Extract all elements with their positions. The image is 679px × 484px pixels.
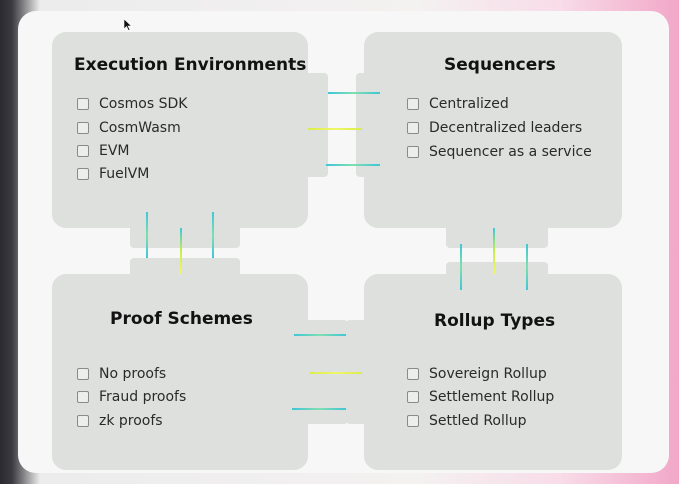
proof-schemes-title: Proof Schemes — [110, 309, 253, 329]
rollup-item-label: Settlement Rollup — [429, 389, 555, 405]
checkbox[interactable] — [77, 98, 89, 110]
sequencers-item[interactable]: Sequencer as a service — [407, 144, 592, 160]
execution-item[interactable]: Cosmos SDK — [77, 96, 187, 112]
checkbox[interactable] — [407, 122, 419, 134]
execution-right-tab — [300, 73, 328, 177]
execution-environments-card — [52, 32, 308, 228]
sequencers-item-label: Centralized — [429, 96, 509, 112]
rollup-item[interactable]: Settled Rollup — [407, 413, 527, 429]
rollup-top-tab — [446, 262, 548, 290]
sequencers-item[interactable]: Decentralized leaders — [407, 120, 582, 136]
proof-item-label: No proofs — [99, 366, 167, 382]
proof-schemes-card — [52, 274, 308, 470]
execution-environments-title: Execution Environments — [74, 55, 307, 75]
connector-line — [310, 372, 362, 374]
connector-line — [292, 408, 346, 410]
execution-item-label: FuelVM — [99, 166, 150, 182]
checkbox[interactable] — [77, 391, 89, 403]
sequencers-item[interactable]: Centralized — [407, 96, 509, 112]
rollup-item[interactable]: Settlement Rollup — [407, 389, 554, 405]
connector-line — [328, 92, 380, 94]
checkbox[interactable] — [407, 415, 419, 427]
execution-item-label: Cosmos SDK — [99, 96, 188, 112]
checkbox[interactable] — [77, 368, 89, 380]
sequencers-left-tab — [356, 73, 384, 177]
sequencers-item-label: Sequencer as a service — [429, 144, 592, 160]
checkbox[interactable] — [407, 98, 419, 110]
connector-line — [146, 212, 148, 258]
proof-item-label: zk proofs — [99, 413, 163, 429]
connector-line — [212, 212, 214, 258]
sequencers-item-label: Decentralized leaders — [429, 120, 583, 136]
connector-line — [326, 164, 380, 166]
execution-item[interactable]: CosmWasm — [77, 120, 181, 136]
sequencers-title: Sequencers — [444, 55, 556, 75]
proof-item-label: Fraud proofs — [99, 389, 187, 405]
execution-item-label: EVM — [99, 143, 130, 159]
connector-line — [493, 228, 495, 274]
execution-item[interactable]: FuelVM — [77, 166, 149, 182]
proof-top-tab — [130, 258, 240, 286]
checkbox[interactable] — [77, 122, 89, 134]
execution-bottom-tab — [130, 220, 240, 248]
checkbox[interactable] — [77, 145, 89, 157]
connector-line — [526, 244, 528, 290]
sequencers-bottom-tab — [446, 220, 548, 248]
rollup-item-label: Settled Rollup — [429, 413, 527, 429]
checkbox[interactable] — [77, 415, 89, 427]
checkbox[interactable] — [407, 391, 419, 403]
checkbox[interactable] — [77, 168, 89, 180]
proof-item[interactable]: Fraud proofs — [77, 389, 186, 405]
checkbox[interactable] — [407, 368, 419, 380]
proof-item[interactable]: No proofs — [77, 366, 166, 382]
rollup-types-title: Rollup Types — [434, 311, 556, 331]
connector-line — [180, 228, 182, 274]
mouse-cursor-icon — [124, 19, 132, 31]
connector-line — [308, 128, 362, 130]
rollup-item-label: Sovereign Rollup — [429, 366, 547, 382]
execution-item-label: CosmWasm — [99, 120, 181, 136]
rollup-item[interactable]: Sovereign Rollup — [407, 366, 547, 382]
checkbox[interactable] — [407, 146, 419, 158]
connector-line — [294, 334, 346, 336]
connector-line — [460, 244, 462, 290]
execution-item[interactable]: EVM — [77, 143, 130, 159]
proof-item[interactable]: zk proofs — [77, 413, 163, 429]
